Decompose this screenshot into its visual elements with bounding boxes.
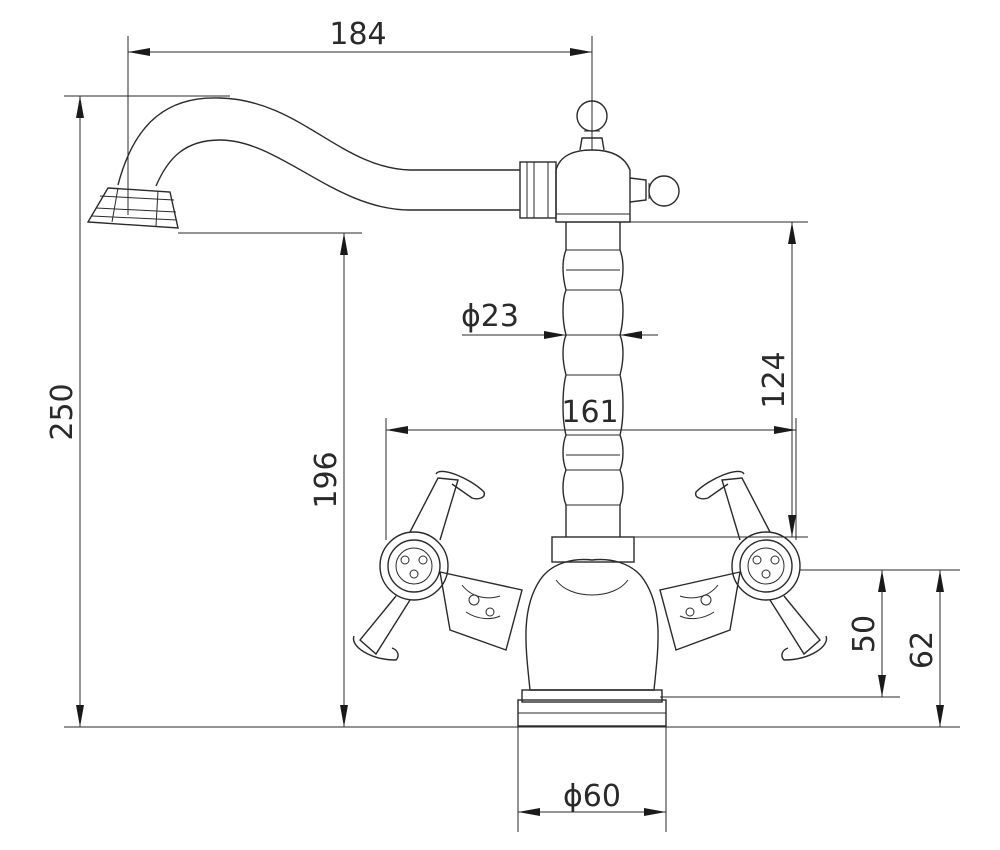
dim-label-body-height-50: 50	[847, 615, 882, 653]
spout-ring	[519, 161, 557, 219]
left-handle	[352, 470, 523, 661]
faucet-column	[562, 222, 624, 537]
faucet-outline	[86, 97, 828, 727]
faucet-body	[525, 558, 659, 691]
faucet-collar	[551, 536, 635, 563]
faucet-base	[517, 689, 667, 727]
dim-label-column-height: 124	[757, 351, 792, 408]
dim-label-handle-span: 161	[561, 395, 618, 430]
dim-label-spout-height: 196	[309, 451, 344, 508]
dimension-lines	[64, 36, 960, 832]
right-handle	[659, 470, 828, 661]
dim-label-base-diameter: ϕ60	[563, 779, 621, 814]
faucet-head	[555, 100, 680, 223]
dim-label-body-height-62: 62	[905, 631, 940, 669]
dim-label-spout-reach: 184	[329, 17, 386, 52]
dim-label-column-diameter: ϕ23	[461, 299, 519, 334]
dim-label-total-height: 250	[45, 383, 80, 440]
faucet-spout	[86, 97, 520, 229]
